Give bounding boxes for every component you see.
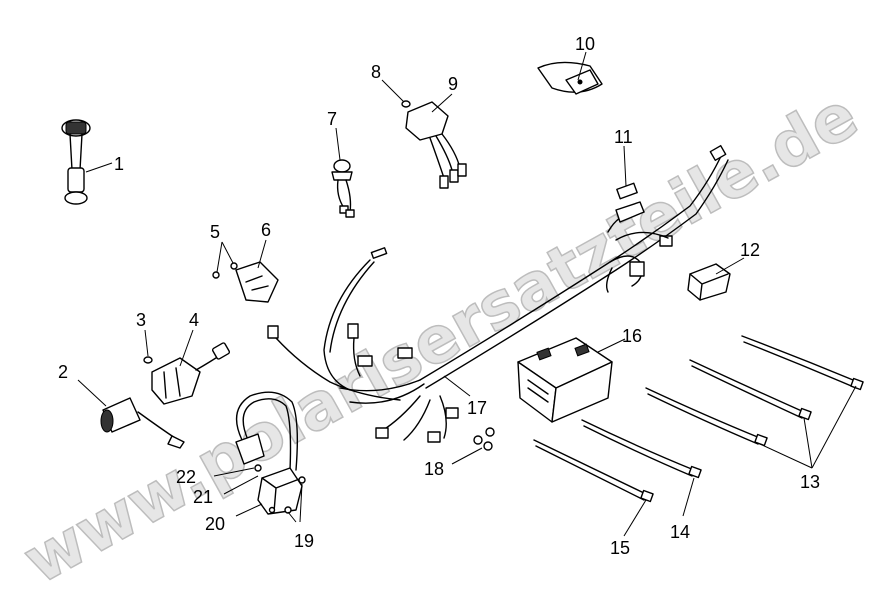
part-wiring-harness xyxy=(267,144,729,443)
part-key-switch xyxy=(100,397,185,449)
callout-21: 21 xyxy=(193,487,213,507)
callout-13: 13 xyxy=(800,472,820,492)
part-ignition-switch xyxy=(61,119,91,205)
callout-14: 14 xyxy=(670,522,690,542)
callout-6: 6 xyxy=(261,220,271,240)
callout-12: 12 xyxy=(740,240,760,260)
part-relay-box xyxy=(687,263,731,301)
part-cable-straps xyxy=(533,335,864,503)
callout-17: 17 xyxy=(467,398,487,418)
part-bolts-18 xyxy=(473,427,495,451)
callout-2: 2 xyxy=(58,362,68,382)
part-regulator xyxy=(143,342,231,405)
part-connector-11 xyxy=(616,182,638,200)
leader-lines xyxy=(77,51,857,537)
callout-3: 3 xyxy=(136,310,146,330)
callout-15: 15 xyxy=(610,538,630,558)
callout-11: 11 xyxy=(614,127,633,147)
callout-10: 10 xyxy=(575,34,595,54)
watermark-text: www.polarisersatzteile.de xyxy=(12,79,870,595)
part-battery xyxy=(517,337,613,423)
callout-labels: 1 2 3 4 5 6 7 8 9 10 11 12 13 14 15 16 1… xyxy=(58,34,820,558)
callout-19: 19 xyxy=(294,531,314,551)
callout-18: 18 xyxy=(424,459,444,479)
part-indicator-lamp xyxy=(331,159,355,218)
callout-16: 16 xyxy=(622,326,642,346)
callout-5: 5 xyxy=(210,222,220,242)
callout-4: 4 xyxy=(189,310,199,330)
callout-7: 7 xyxy=(327,109,337,129)
callout-20: 20 xyxy=(205,514,225,534)
part-fuse-holder xyxy=(537,61,603,95)
callout-9: 9 xyxy=(448,74,458,94)
callout-1: 1 xyxy=(114,154,124,174)
part-cdi-box xyxy=(401,100,467,189)
part-relay xyxy=(212,261,279,303)
part-ignition-coil xyxy=(235,391,306,515)
callout-22: 22 xyxy=(176,467,196,487)
callout-8: 8 xyxy=(371,62,381,82)
